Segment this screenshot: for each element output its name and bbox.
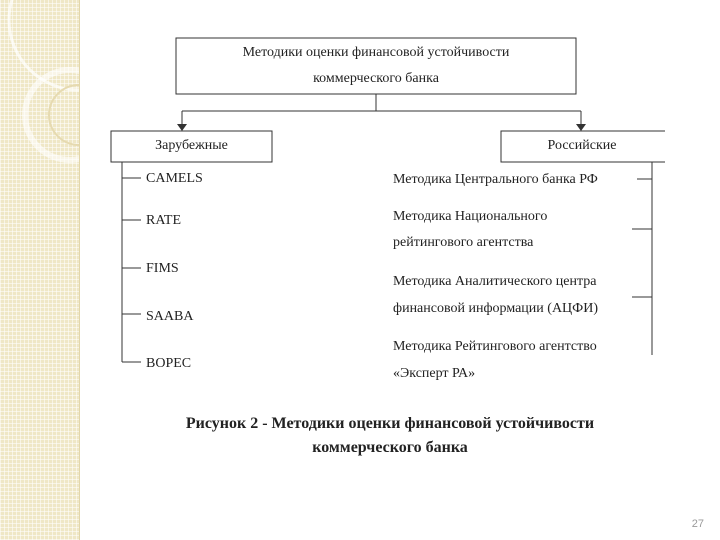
page-number: 27 — [691, 518, 704, 530]
russian-item-acfi-line1: Методика Аналитического центра — [393, 274, 597, 289]
arrow-right-head — [576, 124, 586, 131]
russian-item-national-line2: рейтингового агентства — [393, 235, 534, 250]
russian-box — [500, 130, 665, 163]
foreign-item-camels: CAMELS — [146, 171, 203, 186]
arrow-left-head — [177, 124, 187, 131]
caption-line2: коммерческого банка — [312, 439, 468, 456]
russian-item-national-line1: Методика Национального — [393, 209, 548, 224]
foreign-label: Зарубежные — [155, 138, 228, 153]
foreign-item-saaba: SAABA — [146, 309, 194, 324]
caption-line1: Рисунок 2 - Методики оценки финансовой у… — [185, 415, 595, 432]
decorative-side-panel — [0, 0, 80, 540]
russian-item-acfi-line2: финансовой информации (АЦФИ) — [393, 301, 598, 316]
foreign-item-bopec: BOPEC — [146, 356, 192, 371]
russian-item-cbr: Методика Центрального банка РФ — [393, 172, 598, 187]
russian-item-expert-line1: Методика Рейтингового агентство — [393, 339, 597, 354]
root-title-line2: коммерческого банка — [313, 71, 439, 86]
figure-caption: Рисунок 2 - Методики оценки финансовой у… — [120, 412, 660, 460]
russian-label: Российские — [547, 138, 617, 153]
foreign-item-fims: FIMS — [146, 261, 179, 276]
russian-item-expert-line2: «Эксперт РА» — [393, 366, 476, 381]
panel-arcs-ornament — [7, 0, 79, 163]
foreign-item-rate: RATE — [146, 213, 181, 228]
root-title-line1: Методики оценки финансовой устойчивости — [242, 45, 510, 60]
foreign-box — [110, 130, 273, 163]
